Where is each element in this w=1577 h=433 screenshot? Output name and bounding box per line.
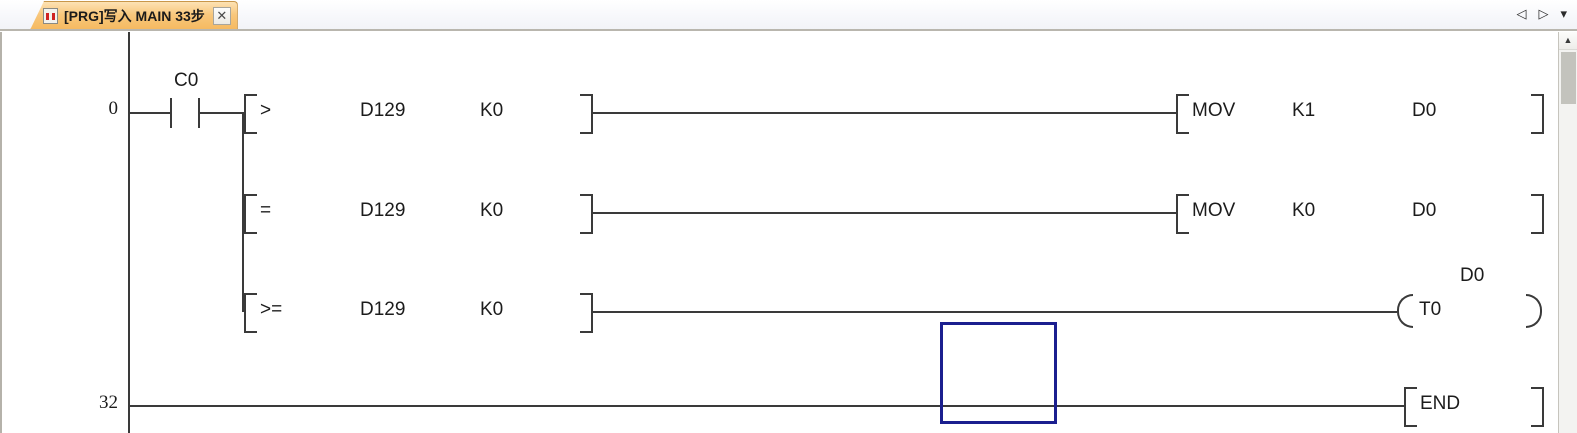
- selection-cursor[interactable]: [940, 322, 1057, 424]
- rung-end-wire: [130, 405, 1404, 407]
- scrollbar-thumb[interactable]: [1561, 52, 1576, 104]
- compare-1-open-bracket: [244, 94, 257, 134]
- compare-2-operand1[interactable]: D129: [360, 200, 406, 221]
- compare-3-operand1[interactable]: D129: [360, 299, 406, 320]
- coil-device-label[interactable]: T0: [1419, 299, 1442, 320]
- end-instruction-label[interactable]: END: [1420, 393, 1461, 414]
- compare-3-operand2[interactable]: K0: [480, 299, 504, 320]
- output-2-close-bracket: [1531, 194, 1544, 234]
- chevron-down-icon[interactable]: ▾: [1560, 6, 1567, 21]
- scroll-up-icon[interactable]: ▲: [1559, 32, 1577, 50]
- contact-c0[interactable]: [170, 98, 200, 128]
- rung0-branch2-wire-out: [591, 212, 1176, 214]
- output-2-open-bracket: [1176, 194, 1189, 234]
- output-1-open-bracket: [1176, 94, 1189, 134]
- rung0-wire-in: [130, 112, 170, 114]
- coil-preset-label[interactable]: D0: [1460, 265, 1485, 286]
- compare-1-operand2[interactable]: K0: [480, 100, 504, 121]
- compare-2-operator[interactable]: =: [260, 200, 272, 221]
- tab-prg-main[interactable]: [PRG]写入 MAIN 33步 ✕: [30, 1, 238, 30]
- left-power-rail: [128, 32, 130, 433]
- branch-rail: [242, 112, 244, 312]
- output-2-operand2[interactable]: D0: [1412, 200, 1437, 221]
- tab-label: [PRG]写入 MAIN 33步: [64, 8, 205, 24]
- tab-bar-underline: [0, 29, 1577, 31]
- step-number-32: 32: [99, 392, 118, 413]
- compare-1-operand1[interactable]: D129: [360, 100, 406, 121]
- end-open-bracket: [1404, 387, 1417, 427]
- compare-3-close-bracket: [580, 293, 593, 333]
- contact-right-bar: [198, 98, 200, 128]
- compare-2-open-bracket: [244, 194, 257, 234]
- close-icon[interactable]: ✕: [212, 7, 231, 25]
- ladder-canvas[interactable]: 0 C0 > D129 K0 MOV K1 D0: [0, 32, 1577, 433]
- rung0-branch1-wire-out: [591, 112, 1176, 114]
- output-2-operand1[interactable]: K0: [1292, 200, 1316, 221]
- output-1-operator[interactable]: MOV: [1192, 100, 1236, 121]
- end-close-bracket: [1531, 387, 1544, 427]
- vertical-scrollbar[interactable]: ▲: [1558, 32, 1577, 433]
- rung0-branch3-wire-out: [591, 311, 1397, 313]
- chevron-left-icon[interactable]: ◁: [1516, 6, 1527, 21]
- output-1-operand1[interactable]: K1: [1292, 100, 1316, 121]
- compare-2-operand2[interactable]: K0: [480, 200, 504, 221]
- output-1-close-bracket: [1531, 94, 1544, 134]
- coil-right-paren: [1526, 294, 1542, 328]
- tab-bar: [PRG]写入 MAIN 33步 ✕ ◁ ▷ ▾: [0, 0, 1577, 31]
- tab-navigation: ◁ ▷ ▾: [1516, 4, 1567, 24]
- compare-1-close-bracket: [580, 94, 593, 134]
- chevron-right-icon[interactable]: ▷: [1538, 6, 1549, 21]
- step-number-0: 0: [108, 98, 119, 119]
- compare-3-operator[interactable]: >=: [260, 299, 283, 320]
- rung0-wire-after-contact: [200, 112, 244, 114]
- compare-2-close-bracket: [580, 194, 593, 234]
- compare-1-operator[interactable]: >: [260, 100, 272, 121]
- contact-c0-label: C0: [174, 70, 199, 91]
- program-file-icon: [43, 8, 58, 24]
- coil-left-paren: [1397, 294, 1413, 328]
- output-2-operator[interactable]: MOV: [1192, 200, 1236, 221]
- contact-left-bar: [170, 98, 172, 128]
- output-1-operand2[interactable]: D0: [1412, 100, 1437, 121]
- ladder-diagram: 0 C0 > D129 K0 MOV K1 D0: [2, 32, 1558, 433]
- compare-3-open-bracket: [244, 293, 257, 333]
